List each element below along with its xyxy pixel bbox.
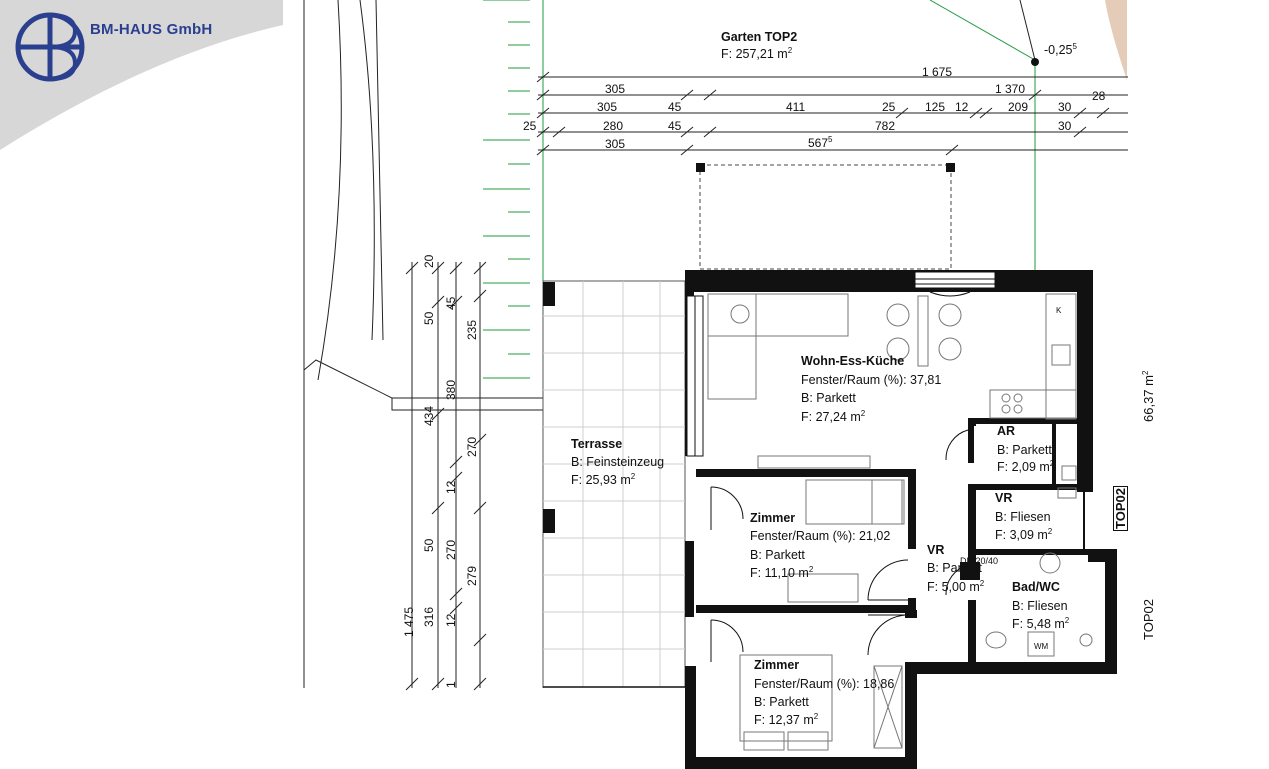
dim-label: 5675	[808, 135, 833, 150]
dim-vertical: 12	[444, 613, 458, 627]
dim-label: 782	[875, 119, 896, 133]
dim-vertical: 270	[444, 539, 458, 560]
room-floor-zimmer1: B: Parkett	[750, 548, 805, 562]
room-name-ar: AR	[997, 424, 1016, 438]
terrace-area	[542, 280, 686, 688]
unit-label: TOP02	[1141, 599, 1156, 640]
garden-area: F: 257,21 m2	[721, 46, 793, 62]
furniture	[707, 293, 1093, 751]
dim-label: 305	[605, 82, 626, 96]
room-floor-bad: B: Fliesen	[1012, 599, 1068, 613]
room-area-vr2: F: 5,00 m2	[927, 579, 985, 595]
dim-vertical: 279	[465, 565, 479, 586]
dim-vertical: 50	[422, 538, 436, 552]
dimension-lines-top	[536, 71, 1128, 156]
dim-vertical: 20	[422, 254, 436, 268]
dim-label: 411	[786, 100, 806, 114]
dim-label: 45	[668, 100, 682, 114]
dim-label: 25	[523, 119, 537, 133]
west-window	[686, 295, 704, 457]
company-name: BM-HAUS GmbH	[90, 21, 213, 38]
level-label: -0,255	[1044, 42, 1077, 58]
dim-vertical: 45	[444, 296, 458, 310]
room-floor-ar: B: Parkett	[997, 443, 1052, 457]
room-floor-terrasse: B: Feinsteinzeug	[571, 455, 665, 469]
garden-name: Garten TOP2	[721, 30, 798, 44]
dim-vertical: 50	[422, 311, 436, 325]
dim-label: 28	[1092, 89, 1106, 103]
dim-vertical: 380	[444, 379, 458, 400]
dim-label: 280	[603, 119, 624, 133]
room-area-terrasse: F: 25,93 m2	[571, 472, 636, 488]
room-area-bad: F: 5,48 m2	[1012, 616, 1070, 632]
dim-total: 1 675	[922, 65, 953, 79]
room-area-ar: F: 2,09 m2	[997, 459, 1055, 475]
room-window-wohn: Fenster/Raum (%): 37,81	[801, 373, 942, 387]
doors	[710, 291, 971, 662]
dim-label: 25	[882, 100, 896, 114]
fixture-dd: DD 20/40	[960, 556, 999, 566]
logo-banner	[0, 0, 283, 150]
dim-label: 12	[955, 100, 969, 114]
dim-label: 30	[1058, 100, 1072, 114]
kitchen-window	[914, 271, 996, 289]
unit-total-area: 66,37 m2	[1141, 370, 1156, 422]
dim-label: 30	[1058, 119, 1072, 133]
room-name-vr2: VR	[927, 543, 945, 557]
dim-label: 305	[597, 100, 618, 114]
dim-vertical: 270	[465, 436, 479, 457]
room-name-terrasse: Terrasse	[571, 437, 623, 451]
room-floor-vr2: B: Parkett	[927, 561, 982, 575]
fixture-wm: WM	[1034, 642, 1049, 651]
room-name-zimmer2: Zimmer	[754, 658, 800, 672]
terrain-lines	[303, 0, 543, 688]
level-marker-icon	[1031, 58, 1039, 66]
room-name-bad: Bad/WC	[1012, 580, 1060, 594]
fixture-k: K	[1056, 306, 1062, 315]
room-area-wohn: F: 27,24 m2	[801, 409, 866, 425]
dim-vertical: 434	[422, 405, 436, 426]
dim-label: 209	[1008, 100, 1029, 114]
room-window-zimmer2: Fenster/Raum (%): 18,86	[754, 677, 895, 691]
room-floor-zimmer2: B: Parkett	[754, 695, 809, 709]
room-name-vr1: VR	[995, 491, 1013, 505]
room-floor-wohn: B: Parkett	[801, 391, 856, 405]
dim-label: 305	[605, 137, 626, 151]
dim-label: 1 370	[995, 82, 1026, 96]
dim-vertical: 12	[444, 480, 458, 494]
room-area-vr1: F: 3,09 m2	[995, 527, 1053, 543]
company-logo-icon	[15, 12, 85, 82]
room-name-zimmer1: Zimmer	[750, 511, 796, 525]
room-area-zimmer1: F: 11,10 m2	[750, 565, 814, 581]
room-area-zimmer2: F: 12,37 m2	[754, 712, 819, 728]
room-floor-vr1: B: Fliesen	[995, 510, 1051, 524]
unit-label-boxed: TOP02	[1113, 486, 1128, 531]
dim-vertical: 316	[422, 606, 436, 627]
dim-vertical: 1	[444, 681, 458, 688]
room-window-zimmer1: Fenster/Raum (%): 21,02	[750, 529, 891, 543]
hatch-area	[1105, 0, 1127, 80]
dim-vertical: 1 475	[402, 606, 416, 637]
room-name-wohn: Wohn-Ess-Küche	[801, 354, 905, 368]
dimension-lines-left	[405, 261, 487, 691]
dim-label: 45	[668, 119, 682, 133]
pergola-outline	[696, 163, 955, 270]
dim-label: 125	[925, 100, 946, 114]
dim-vertical: 235	[465, 319, 479, 340]
